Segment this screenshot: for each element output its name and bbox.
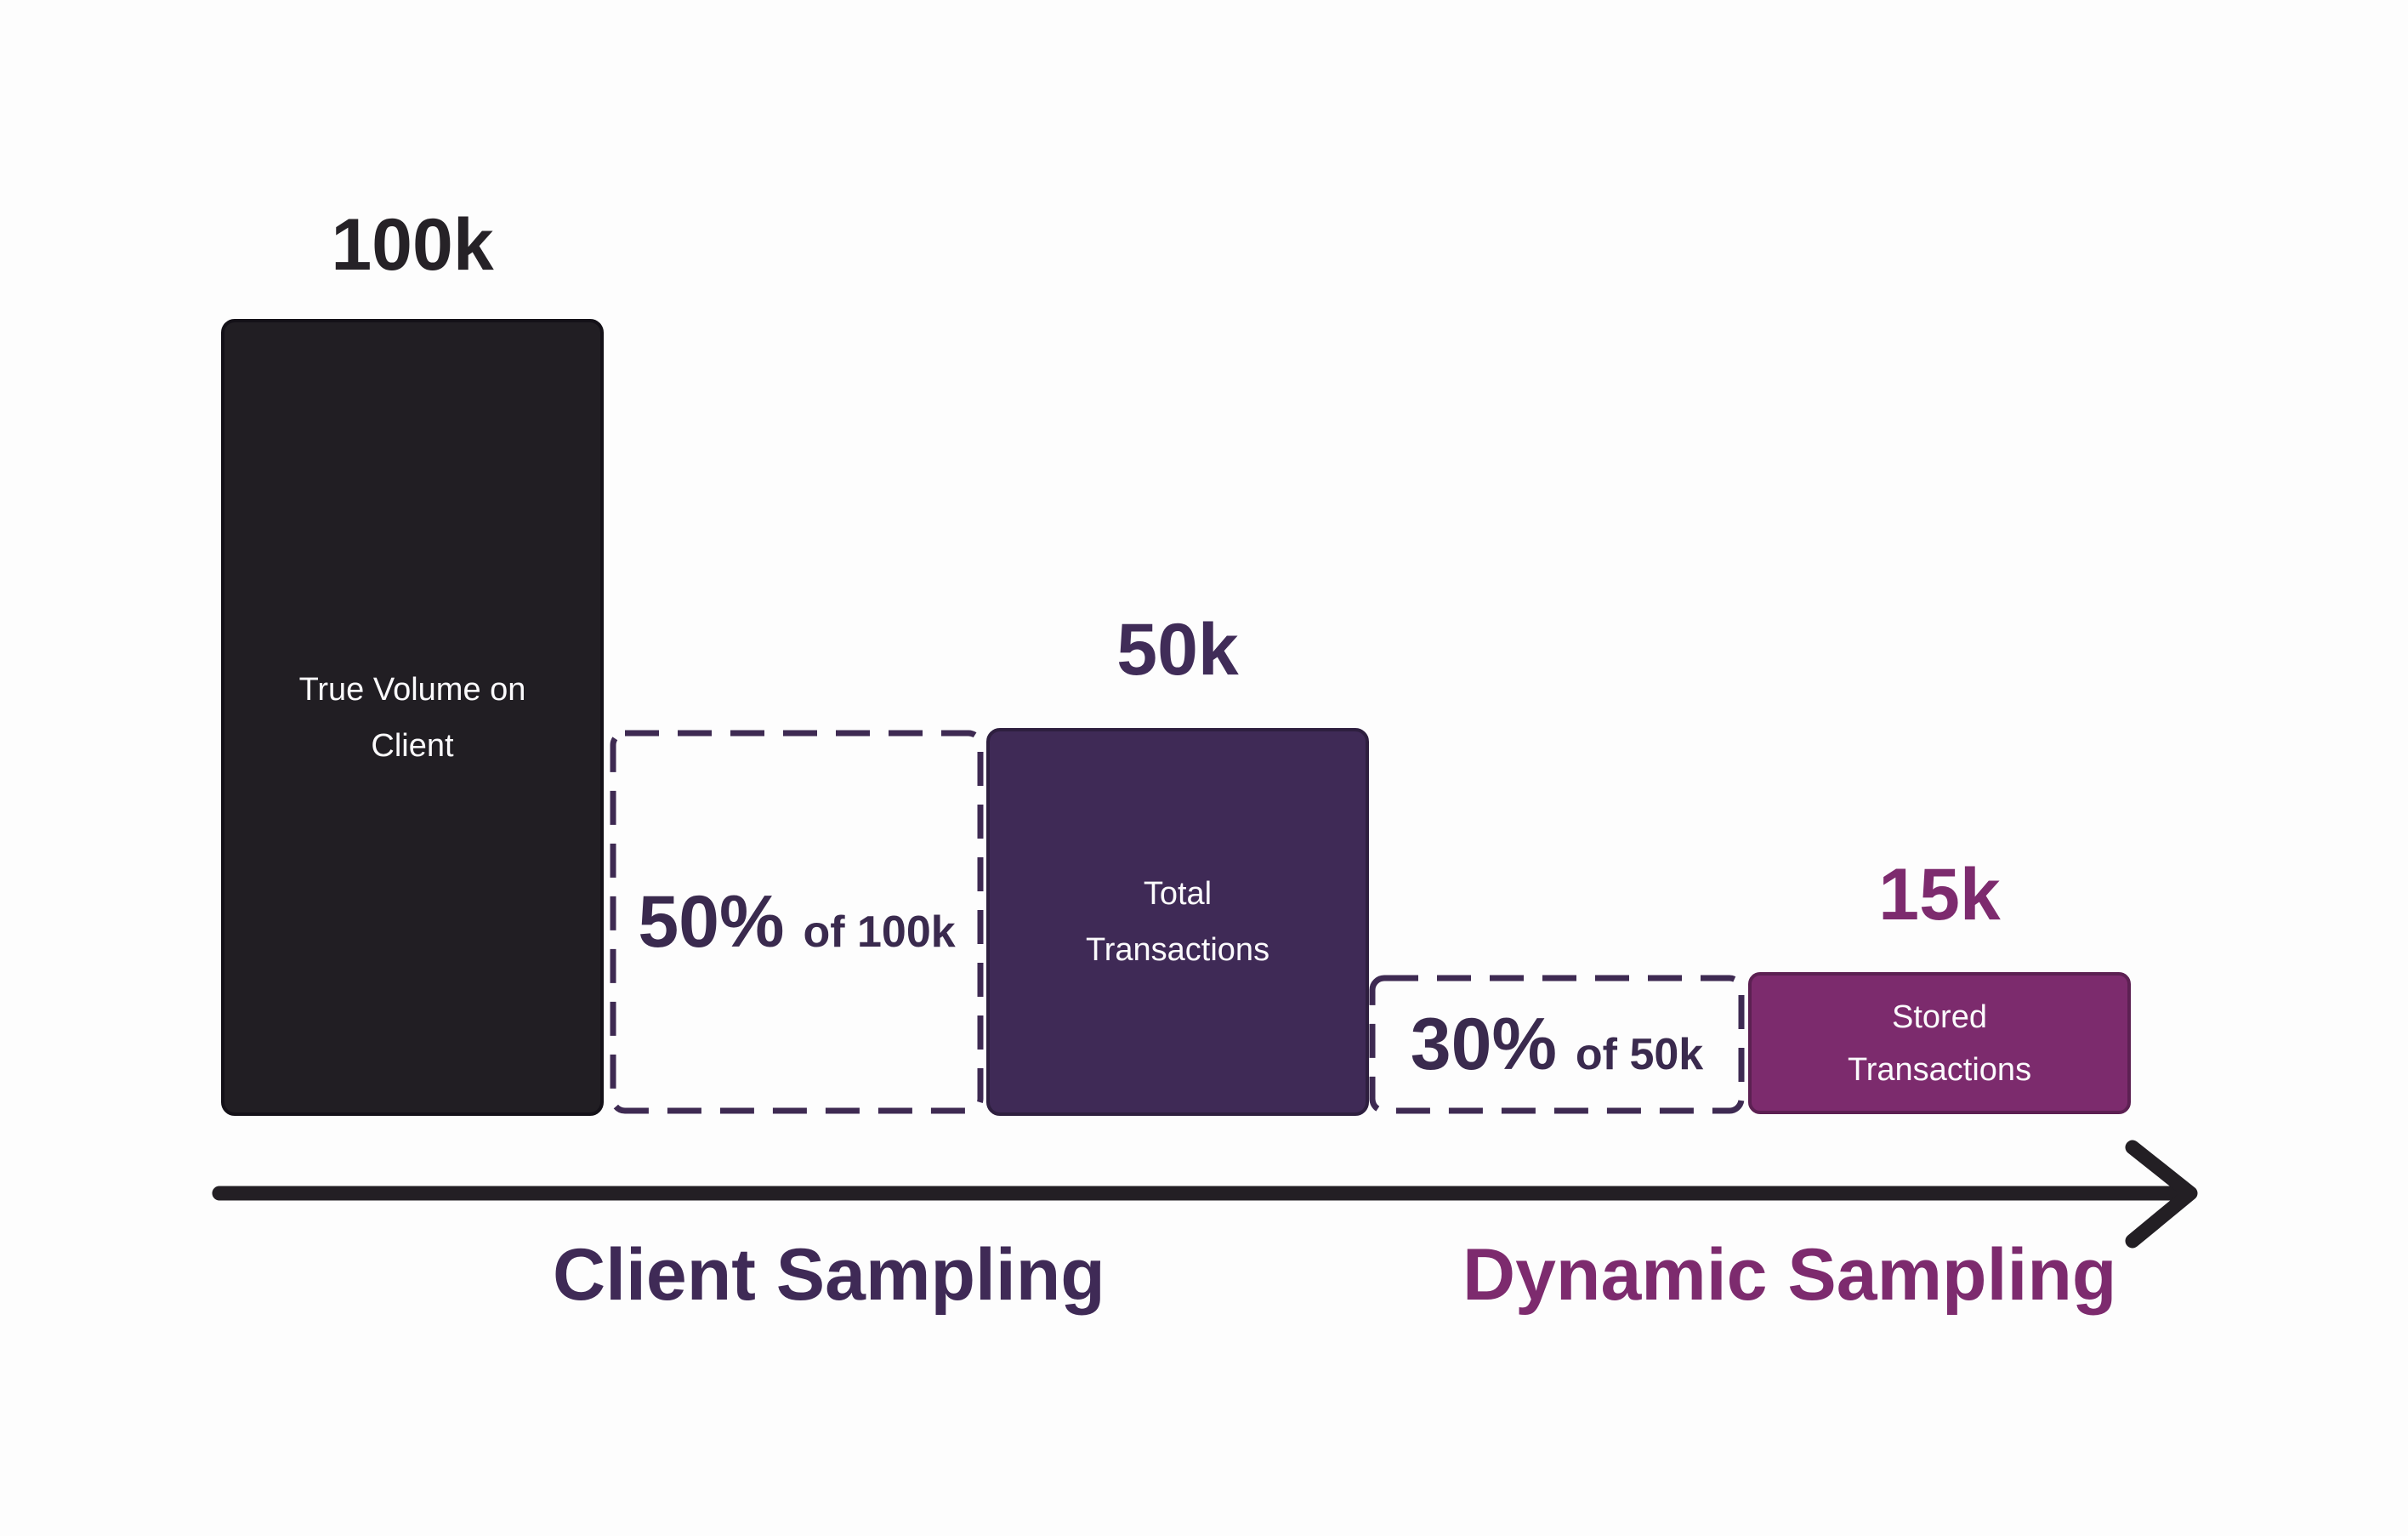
stage2-value-label: 50k <box>1116 609 1239 691</box>
phase-label-dynamic-sampling: Dynamic Sampling <box>1462 1234 2117 1316</box>
phase-label-client-sampling: Client Sampling <box>553 1234 1105 1316</box>
bar-total-transactions: Total Transactions <box>986 728 1369 1116</box>
drop-text: 30% of 50k <box>1369 975 1745 1114</box>
bar-label-line: Transactions <box>1085 932 1270 968</box>
drop-of-label: of 50k <box>1575 1029 1704 1079</box>
dashed-border <box>610 730 984 1114</box>
flow-arrow-icon <box>212 1140 2198 1249</box>
bar-label-line: Total <box>1143 876 1213 912</box>
drop-of-label: of 100k <box>803 907 956 957</box>
stage3-value-label: 15k <box>1878 854 2001 936</box>
bar-label-line: Client <box>371 727 454 764</box>
bar-true-volume-on-client: True Volume on Client <box>221 319 604 1116</box>
dashed-drop-dynamic-sampling: 30% of 50k <box>1369 975 1745 1114</box>
drop-percentage: 50% <box>638 880 785 963</box>
bar-label-line: Stored <box>1892 998 1987 1035</box>
bar-stored-transactions: Stored Transactions <box>1748 972 2131 1114</box>
dashed-drop-client-sampling: 50% of 100k <box>610 730 984 1114</box>
drop-percentage: 30% <box>1410 1003 1557 1085</box>
bar-label-line: Transactions <box>1847 1051 2032 1088</box>
bar-label-line: True Volume on <box>298 671 526 708</box>
stage1-value-label: 100k <box>331 204 494 286</box>
drop-text: 50% of 100k <box>610 730 984 1114</box>
dashed-border <box>1369 975 1745 1114</box>
